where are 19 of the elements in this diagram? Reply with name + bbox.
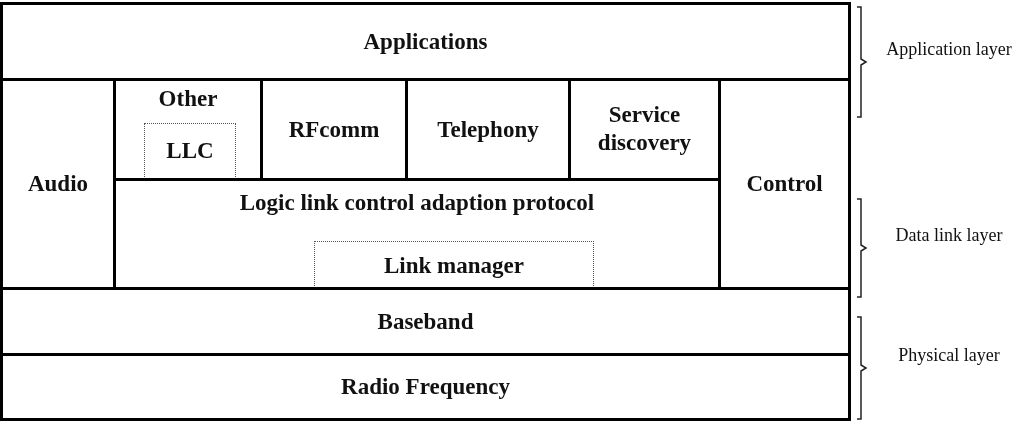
block-label: Link manager	[383, 251, 525, 280]
protocol-block	[0, 287, 851, 356]
block-label: Applications	[362, 27, 489, 56]
layer-label: Data link layer	[894, 224, 1004, 247]
dotted-sublayer-box	[144, 123, 236, 179]
block-label: Other	[157, 85, 219, 113]
block-label: Baseband	[376, 307, 475, 336]
protocol-block	[0, 2, 851, 81]
block-label: LLC	[165, 136, 215, 165]
block-label: Radio Frequency	[340, 372, 511, 401]
block-label: Control	[745, 169, 824, 198]
block-label: Telephony	[436, 115, 540, 144]
block-label: Logic link control adaption protocol	[238, 189, 596, 217]
layer-label: Application layer	[885, 38, 1013, 61]
block-label: RFcomm	[287, 115, 381, 144]
block-label: Audio	[26, 169, 90, 198]
protocol-block	[0, 353, 851, 421]
layer-label: Physical layer	[897, 344, 1001, 367]
block-label: Service discovery	[596, 100, 693, 158]
